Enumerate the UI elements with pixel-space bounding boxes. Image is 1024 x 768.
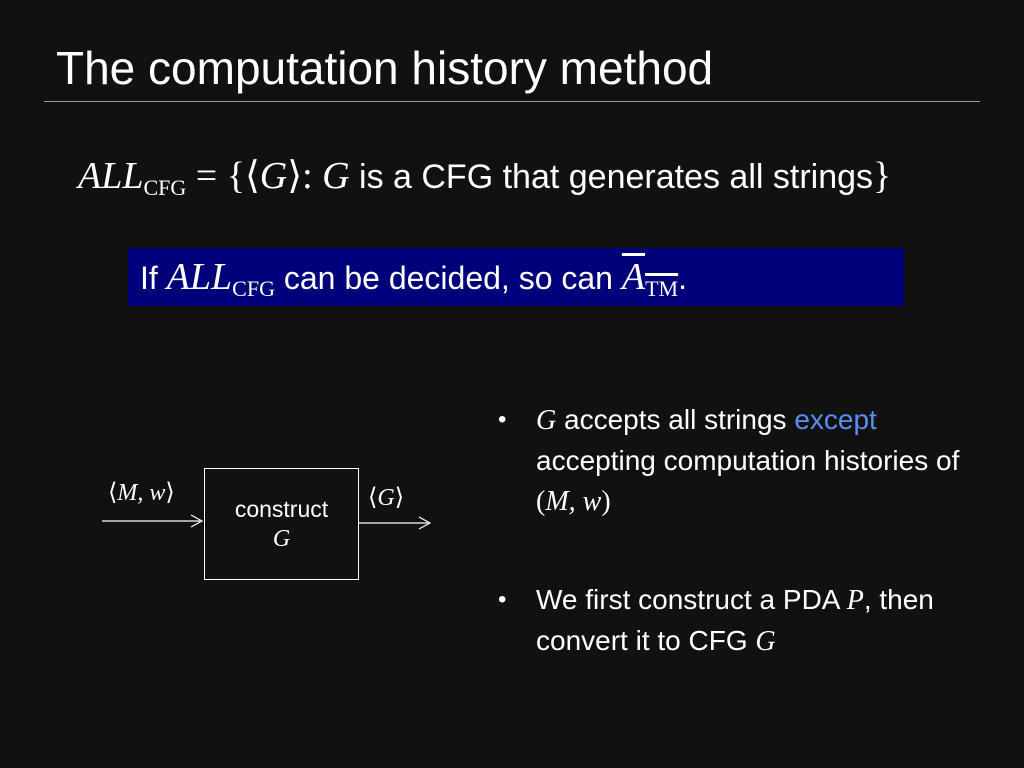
- highlight-target-sub: TM: [645, 276, 679, 301]
- equals-open: = {⟨: [186, 155, 260, 197]
- input-open-angle: ⟨: [108, 480, 118, 506]
- output-arrow-head: [418, 516, 432, 530]
- output-var: G: [377, 485, 395, 511]
- input-arrow-head: [190, 514, 204, 528]
- construct-label: construct: [234, 496, 329, 522]
- input-close-angle: ⟩: [165, 480, 175, 506]
- paren-close: ): [601, 486, 611, 517]
- definition-line: ALLCFG = {⟨G⟩: G is a CFG that generates…: [78, 152, 891, 212]
- accent-word: except: [794, 404, 877, 435]
- bullet-var-g: G: [536, 405, 557, 436]
- bullet-text-1: G accepts all strings except accepting c…: [536, 400, 966, 522]
- highlight-middle: can be decided, so can: [274, 260, 622, 296]
- construct-var: G: [272, 526, 291, 552]
- var-g: G: [259, 155, 288, 197]
- construct-box: construct G: [204, 468, 359, 580]
- highlight-lang-sub: CFG: [232, 276, 275, 301]
- highlight-period: .: [678, 260, 687, 296]
- paren-open: (: [536, 486, 546, 517]
- bullet-text-part: , then convert it to CFG: [536, 584, 934, 656]
- highlight-complement: ATM: [622, 256, 678, 301]
- output-open-angle: ⟨: [368, 485, 378, 511]
- highlight-lang: ALL: [166, 256, 233, 298]
- bullet-text-part: We first construct a PDA: [536, 584, 847, 615]
- close-angle: ⟩: [287, 155, 303, 197]
- definition-text: is a CFG that generates all strings: [349, 158, 874, 196]
- highlight-text: If ALLCFG can be decided, so can ATM.: [140, 254, 687, 312]
- title-divider: [44, 101, 980, 102]
- var-g2: G: [322, 155, 350, 197]
- bullet-marker: •: [498, 586, 507, 613]
- colon: :: [302, 155, 323, 197]
- output-label: ⟨G⟩: [368, 483, 404, 513]
- lhs-lang: ALL: [78, 155, 144, 197]
- bullet-var-p: P: [846, 585, 864, 616]
- bullet-text-part: accepts all strings: [556, 404, 795, 435]
- bullet-text-part: accepting computation histories of: [536, 445, 960, 476]
- output-close-angle: ⟩: [394, 485, 405, 511]
- lhs-subscript: CFG: [143, 175, 187, 200]
- bullet-var-g: G: [755, 626, 776, 657]
- bullet-text-2: We first construct a PDA P, then convert…: [536, 580, 966, 662]
- close-brace: }: [873, 155, 892, 197]
- input-vars: M, w: [117, 480, 166, 506]
- highlight-target: A: [621, 256, 646, 298]
- bullet-marker: •: [498, 406, 507, 433]
- highlight-prefix: If: [140, 260, 167, 296]
- slide-title: The computation history method: [56, 42, 714, 94]
- bullet-vars: M, w: [545, 486, 602, 517]
- highlight-box: If ALLCFG can be decided, so can ATM.: [128, 248, 904, 306]
- input-label: ⟨M, w⟩: [108, 478, 175, 508]
